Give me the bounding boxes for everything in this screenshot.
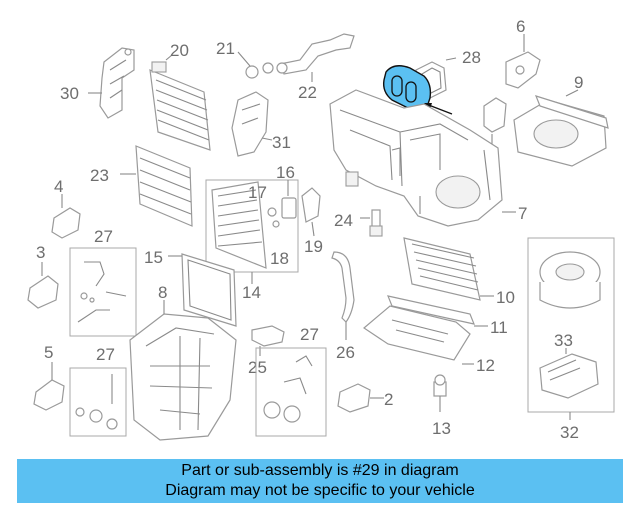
part-13-drain-valve — [433, 374, 447, 412]
callout-14: 14 — [242, 283, 261, 302]
part-9-blower-housing — [513, 89, 609, 167]
callout-30: 30 — [60, 84, 79, 103]
part-2-bracket — [337, 383, 384, 413]
part-27-hardware-kit-1 — [69, 247, 137, 337]
part-23-evaporator-core — [120, 145, 193, 227]
part-19-clip — [301, 187, 321, 237]
callout-25: 25 — [248, 358, 267, 377]
callout-19: 19 — [304, 237, 323, 256]
callout-28: 28 — [462, 48, 481, 67]
callout-9: 9 — [574, 73, 583, 92]
part-25-connector — [251, 325, 285, 356]
part-10-cabin-filter — [403, 237, 494, 301]
part-32-blower-assembly — [527, 237, 615, 420]
part-14-evaporator — [205, 179, 299, 284]
callout-22: 22 — [298, 83, 317, 102]
callout-4: 4 — [54, 177, 63, 196]
part-6-bracket — [505, 34, 541, 89]
parts-diagram: 30 20 21 22 28 2 9 6 — [27, 17, 615, 442]
part-33-blower-resistor — [539, 348, 599, 399]
part-22-coolant-pipe — [276, 33, 355, 82]
callout-27-c: 27 — [300, 325, 319, 344]
part-27-hardware-kit-3 — [255, 347, 327, 437]
callout-7: 7 — [518, 204, 527, 223]
part-20-heater-core — [149, 54, 211, 151]
callout-26: 26 — [336, 343, 355, 362]
callout-21: 21 — [216, 39, 235, 58]
part-4-bracket — [51, 194, 81, 239]
callout-18: 18 — [270, 249, 289, 268]
callout-23: 23 — [90, 166, 109, 185]
callout-32: 32 — [560, 423, 579, 442]
part-15-cabin-filter-frame — [168, 253, 237, 327]
banner-line-1: Part or sub-assembly is #29 in diagram — [181, 462, 459, 479]
main-hvac-housing — [329, 89, 516, 227]
part-17-o-ring — [267, 207, 280, 228]
callout-10: 10 — [496, 288, 515, 307]
callout-8: 8 — [158, 283, 167, 302]
callout-12: 12 — [476, 356, 495, 375]
banner-line-2: Diagram may not be specific to your vehi… — [165, 482, 475, 499]
part-info-banner: Part or sub-assembly is #29 in diagram D… — [17, 459, 623, 503]
part-26-drain-hose — [331, 251, 355, 340]
callout-13: 13 — [432, 419, 451, 438]
part-27-hardware-kit-2 — [69, 367, 127, 437]
part-12-cover-plate — [363, 305, 474, 365]
callout-2: 2 — [384, 390, 393, 409]
part-11-seal-strip — [387, 295, 488, 327]
part-31-bracket — [231, 91, 273, 157]
part-24-temperature-sensor — [360, 209, 383, 237]
part-1-servo-motor — [483, 97, 507, 148]
part-29-gasket-highlighted — [382, 65, 453, 115]
part-16-expansion-valve — [281, 180, 297, 219]
callout-20: 20 — [170, 41, 189, 60]
callout-27-b: 27 — [96, 345, 115, 364]
callout-24: 24 — [334, 211, 353, 230]
callout-31: 31 — [272, 133, 291, 152]
callout-16: 16 — [276, 163, 295, 182]
part-21-clamp — [237, 51, 274, 79]
callout-5: 5 — [44, 343, 53, 362]
callout-33: 33 — [554, 331, 573, 350]
callout-17: 17 — [248, 183, 267, 202]
part-8-lower-housing — [129, 300, 237, 441]
callout-3: 3 — [36, 243, 45, 262]
callout-6: 6 — [516, 17, 525, 36]
callout-15: 15 — [144, 248, 163, 267]
part-5-actuator — [33, 362, 65, 411]
callout-11: 11 — [490, 318, 508, 337]
part-30-bracket — [88, 47, 135, 119]
callout-27-a: 27 — [94, 227, 113, 246]
part-3-actuator — [27, 262, 59, 309]
